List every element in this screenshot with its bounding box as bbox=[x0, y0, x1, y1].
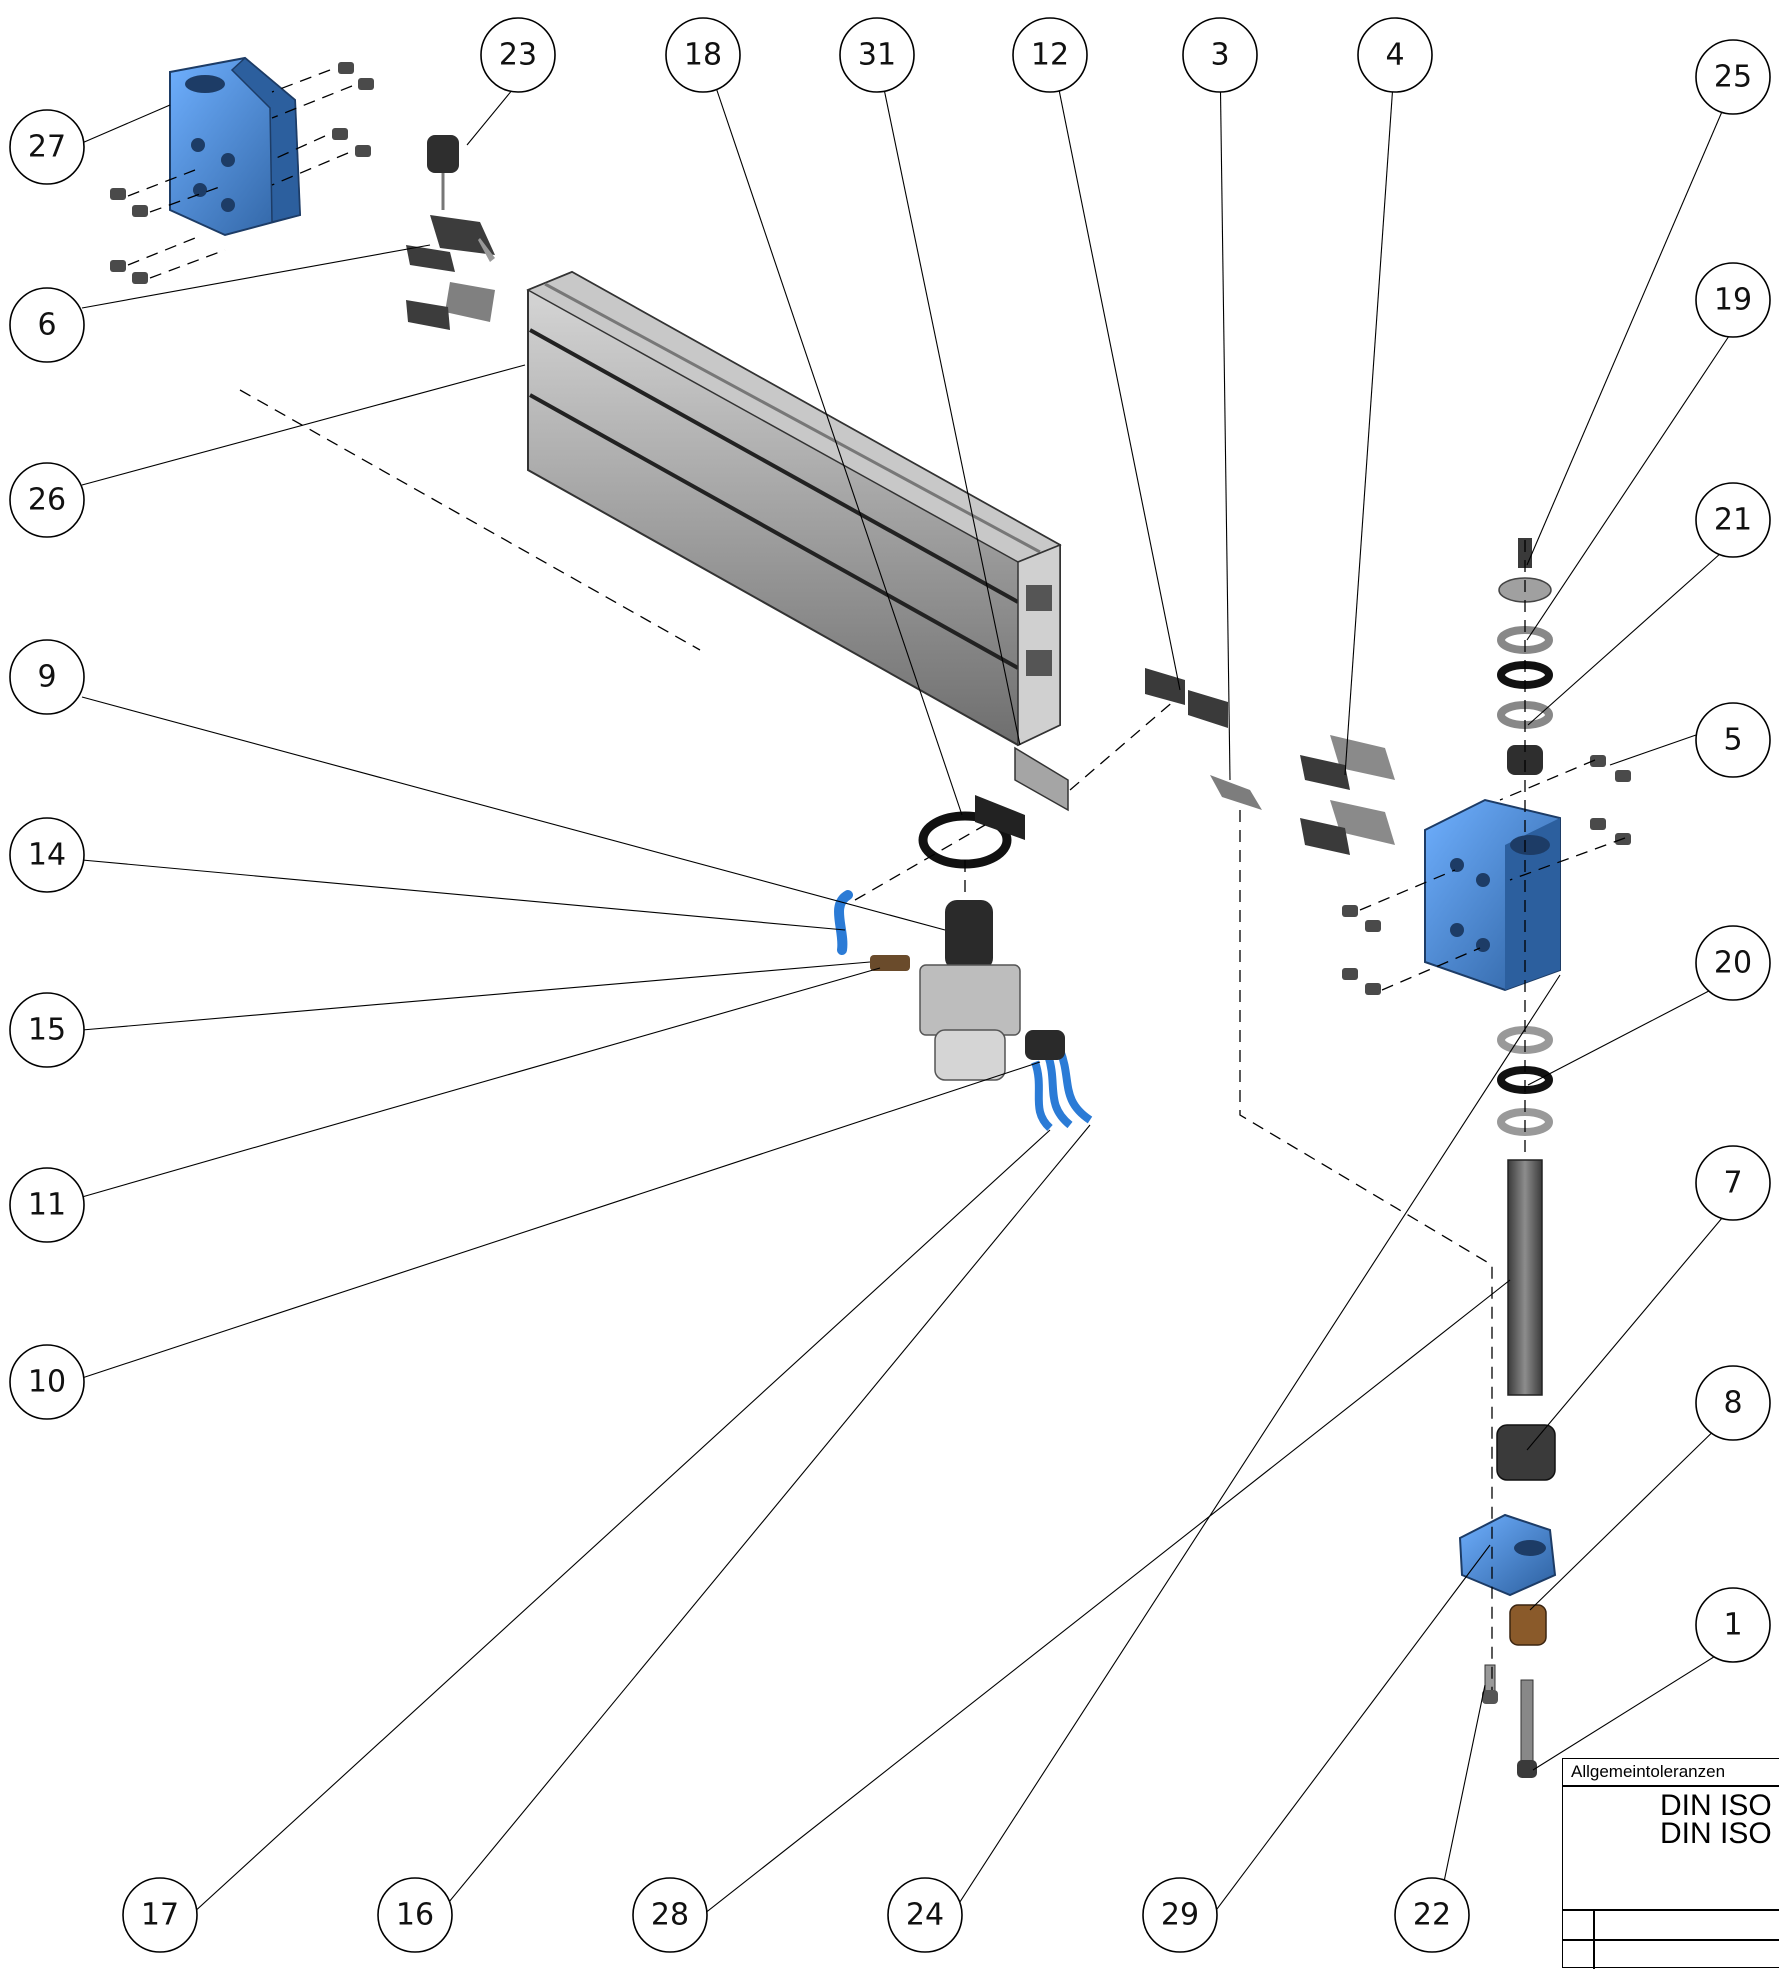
title-block-rule bbox=[1563, 1785, 1779, 1787]
balloon-17-label: 17 bbox=[141, 1898, 179, 1933]
balloon-1: 1 bbox=[1695, 1587, 1771, 1663]
balloon-24: 24 bbox=[887, 1877, 963, 1953]
part-9-regulator bbox=[919, 900, 1021, 1081]
balloon-25: 25 bbox=[1695, 39, 1771, 115]
balloon-11-label: 11 bbox=[28, 1188, 66, 1223]
part-4-slot-nuts bbox=[1300, 735, 1395, 855]
balloon-22-label: 22 bbox=[1413, 1898, 1451, 1933]
balloon-20: 20 bbox=[1695, 925, 1771, 1001]
balloon-21: 21 bbox=[1695, 482, 1771, 558]
balloon-29-label: 29 bbox=[1161, 1898, 1199, 1933]
balloon-31-label: 31 bbox=[858, 38, 896, 73]
balloon-28: 28 bbox=[632, 1877, 708, 1953]
assembly-dash-lines bbox=[239, 389, 1626, 1690]
balloon-25-label: 25 bbox=[1714, 60, 1752, 95]
balloon-19: 19 bbox=[1695, 262, 1771, 338]
part-23-knob bbox=[427, 135, 459, 210]
balloon-16-label: 16 bbox=[396, 1898, 434, 1933]
balloon-10-label: 10 bbox=[28, 1365, 66, 1400]
part-27-bracket bbox=[169, 56, 302, 237]
balloon-24-label: 24 bbox=[906, 1898, 944, 1933]
balloon-12-label: 12 bbox=[1031, 38, 1069, 73]
balloon-7: 7 bbox=[1695, 1145, 1771, 1221]
part-28-shaft bbox=[1507, 1159, 1543, 1396]
balloon-18-label: 18 bbox=[684, 38, 722, 73]
part-7-sleeve bbox=[1496, 1424, 1556, 1481]
balloon-26-label: 26 bbox=[28, 483, 66, 518]
part-6-slot-nuts bbox=[406, 215, 495, 330]
title-block-header: Allgemeintoleranzen bbox=[1571, 1762, 1726, 1781]
part-8-bronze-bushing bbox=[1509, 1604, 1547, 1646]
balloon-9: 9 bbox=[9, 639, 85, 715]
balloon-27-label: 27 bbox=[28, 130, 66, 165]
balloon-20-label: 20 bbox=[1714, 946, 1752, 981]
balloon-4-label: 4 bbox=[1385, 38, 1404, 73]
balloon-6-label: 6 bbox=[37, 308, 56, 343]
balloon-7-label: 7 bbox=[1723, 1166, 1742, 1201]
part-31-plate bbox=[1014, 746, 1069, 812]
tolerance-standard-2: DIN ISO bbox=[1660, 1817, 1772, 1850]
balloon-21-label: 21 bbox=[1714, 503, 1752, 538]
part-27-hidden-lines bbox=[127, 69, 353, 279]
part-24-bearing-block bbox=[1424, 798, 1561, 992]
balloon-27: 27 bbox=[9, 109, 85, 185]
balloon-16: 16 bbox=[377, 1877, 453, 1953]
balloon-1-label: 1 bbox=[1723, 1608, 1742, 1643]
balloon-10: 10 bbox=[9, 1344, 85, 1420]
balloon-4: 4 bbox=[1357, 17, 1433, 93]
balloon-3-label: 3 bbox=[1210, 38, 1229, 73]
balloon-12: 12 bbox=[1012, 17, 1088, 93]
part-12-slot-nuts bbox=[1145, 668, 1228, 728]
balloon-17: 17 bbox=[122, 1877, 198, 1953]
title-block-rule bbox=[1563, 1939, 1779, 1941]
leader-lines bbox=[81, 54, 1734, 1926]
balloon-8: 8 bbox=[1695, 1365, 1771, 1441]
part-29-clamp bbox=[1458, 1513, 1557, 1597]
part-22-screw bbox=[1482, 1664, 1498, 1704]
title-block-rule bbox=[1593, 1909, 1595, 1969]
balloon-15: 15 bbox=[9, 992, 85, 1068]
part-5-screws bbox=[1342, 755, 1631, 995]
balloon-28-label: 28 bbox=[651, 1898, 689, 1933]
balloon-23: 23 bbox=[480, 17, 556, 93]
balloon-15-label: 15 bbox=[28, 1013, 66, 1048]
balloon-14-label: 14 bbox=[28, 838, 66, 873]
part-1-screw bbox=[1517, 1679, 1537, 1778]
part-27-screws bbox=[110, 62, 374, 284]
part-14-hose bbox=[834, 890, 853, 955]
title-block-rule bbox=[1563, 1909, 1779, 1911]
balloon-18: 18 bbox=[665, 17, 741, 93]
tolerance-standard-1: DIN ISO bbox=[1660, 1789, 1772, 1822]
balloon-6: 6 bbox=[9, 287, 85, 363]
title-block: Allgemeintoleranzen DIN ISO DIN ISO bbox=[1562, 1758, 1779, 1969]
balloon-8-label: 8 bbox=[1723, 1386, 1742, 1421]
balloon-23-label: 23 bbox=[499, 38, 537, 73]
balloon-9-label: 9 bbox=[37, 660, 56, 695]
balloon-11: 11 bbox=[9, 1167, 85, 1243]
balloon-29: 29 bbox=[1142, 1877, 1218, 1953]
part-18-bracket bbox=[918, 795, 1025, 869]
part-26-aluminium-profile bbox=[526, 270, 1062, 747]
balloon-5-label: 5 bbox=[1723, 723, 1742, 758]
balloon-26: 26 bbox=[9, 462, 85, 538]
balloon-3: 3 bbox=[1182, 17, 1258, 93]
part-3-slot-nut bbox=[1210, 775, 1262, 810]
balloon-14: 14 bbox=[9, 817, 85, 893]
balloon-19-label: 19 bbox=[1714, 283, 1752, 318]
balloon-31: 31 bbox=[839, 17, 915, 93]
balloon-22: 22 bbox=[1394, 1877, 1470, 1953]
part-11-fitting bbox=[870, 955, 910, 971]
part-17-hoses bbox=[1025, 1030, 1093, 1131]
balloon-5: 5 bbox=[1695, 702, 1771, 778]
